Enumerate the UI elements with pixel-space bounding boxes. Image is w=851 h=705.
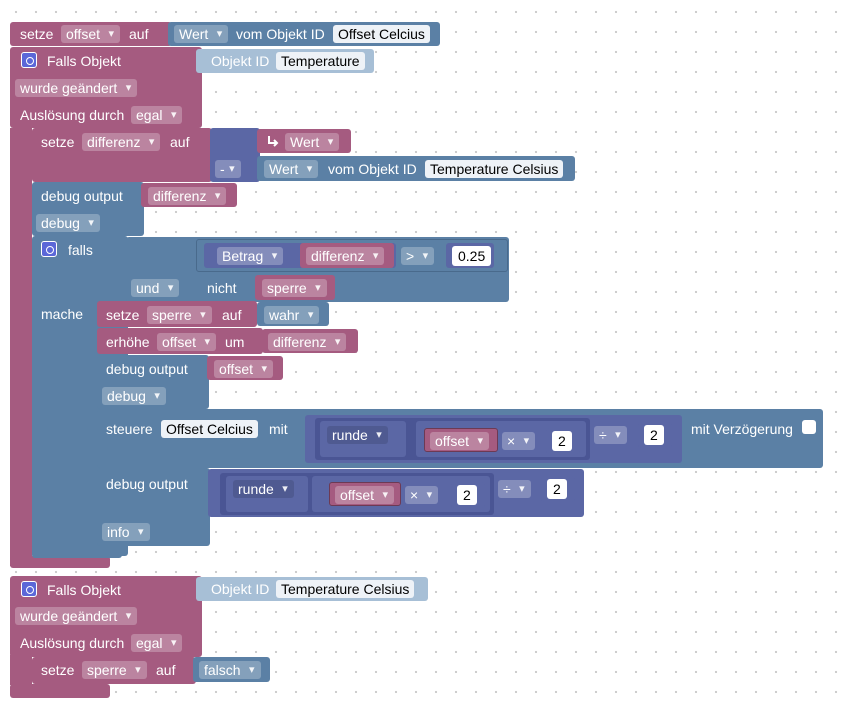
falls-objekt-label: Falls Objekt — [47, 53, 121, 69]
boolean-dropdown-falsch[interactable]: falsch — [199, 661, 261, 679]
variable-dropdown-differenz[interactable]: differenz — [268, 333, 347, 351]
condition-dropdown[interactable]: wurde geändert — [15, 607, 138, 625]
divide-operator-dropdown[interactable]: ÷ — [594, 426, 627, 444]
objekt-id-label: Objekt ID — [211, 53, 270, 69]
debug-output-label: debug output — [106, 361, 188, 377]
object-id-field[interactable]: Offset Celcius — [333, 25, 430, 43]
vom-objekt-id-label: vom Objekt ID — [236, 26, 325, 42]
multiply-operator-dropdown[interactable]: × — [502, 432, 536, 450]
wert-dropdown-2[interactable]: Wert — [264, 160, 319, 178]
variable-dropdown-offset[interactable]: offset — [335, 486, 394, 504]
ausloesung-label: Auslösung durch — [20, 635, 125, 651]
trigger-block-1-frame — [10, 128, 32, 566]
variable-dropdown-sperre[interactable]: sperre — [147, 306, 212, 324]
trigger-block-2-frame — [10, 655, 32, 685]
trigger-block-1-bottom — [10, 556, 110, 568]
variable-dropdown-offset[interactable]: offset — [61, 25, 120, 43]
gear-icon[interactable] — [21, 52, 37, 68]
log-level-dropdown[interactable]: debug — [36, 214, 100, 232]
ausloesung-dropdown[interactable]: egal — [131, 634, 183, 652]
mit-label: mit — [269, 421, 288, 437]
ausloesung-dropdown[interactable]: egal — [131, 106, 183, 124]
falls-objekt-label: Falls Objekt — [47, 582, 121, 598]
delay-checkbox[interactable] — [802, 420, 816, 434]
setze-label: setze — [41, 662, 75, 678]
auf-label: auf — [170, 134, 190, 150]
mit-verzoegerung-label: mit Verzögerung — [691, 421, 793, 437]
wert-dropdown[interactable]: Wert — [174, 25, 229, 43]
auf-label: auf — [222, 307, 242, 323]
object-field-offset-celcius[interactable]: Offset Celcius — [161, 420, 258, 438]
object-field-temperature[interactable]: Temperature — [276, 52, 365, 70]
mache-label: mache — [41, 306, 84, 322]
nicht-label: nicht — [207, 280, 237, 296]
threshold-number-field[interactable]: 0.25 — [452, 246, 492, 266]
wert-dropdown[interactable]: Wert — [285, 133, 340, 151]
trigger-block-2-bottom — [10, 684, 110, 698]
log-level-dropdown[interactable]: debug — [102, 387, 166, 405]
math-function-dropdown[interactable]: Betrag — [217, 247, 284, 265]
number-field-multiplier[interactable]: 2 — [457, 485, 477, 505]
erhoehe-label: erhöhe — [106, 334, 150, 350]
number-field-divisor[interactable]: 2 — [547, 479, 567, 499]
divide-operator-dropdown[interactable]: ÷ — [498, 480, 531, 498]
auf-label: auf — [129, 26, 149, 42]
setze-label: setze — [20, 26, 54, 42]
debug-output-label: debug output — [106, 476, 188, 492]
variable-dropdown-offset[interactable]: offset — [430, 432, 489, 450]
falls-label: falls — [68, 242, 93, 258]
condition-dropdown[interactable]: wurde geändert — [15, 79, 138, 97]
variable-dropdown-differenz[interactable]: differenz — [306, 247, 385, 265]
setze-label: setze — [41, 134, 75, 150]
debug-output-label: debug output — [41, 188, 123, 204]
round-function-dropdown[interactable]: runde — [233, 480, 294, 498]
object-field-temperature-celsius[interactable]: Temperature Celsius — [276, 580, 415, 598]
if-block-bottom — [32, 544, 122, 558]
number-field-multiplier[interactable]: 2 — [552, 431, 572, 451]
variable-dropdown-sperre[interactable]: sperre — [262, 279, 327, 297]
object-field-temperature-celsius[interactable]: Temperature Celsius — [425, 160, 564, 178]
variable-dropdown-differenz[interactable]: differenz — [148, 187, 227, 205]
compare-operator-dropdown[interactable]: > — [401, 247, 435, 265]
gear-icon[interactable] — [41, 241, 57, 257]
auf-label: auf — [156, 662, 176, 678]
variable-dropdown-offset[interactable]: offset — [214, 360, 273, 378]
variable-dropdown-sperre[interactable]: sperre — [82, 661, 147, 679]
multiply-operator-dropdown[interactable]: × — [405, 486, 439, 504]
steuere-label: steuere — [106, 421, 153, 437]
gear-icon[interactable] — [21, 581, 37, 597]
ausloesung-label: Auslösung durch — [20, 107, 125, 123]
vom-objekt-id-label: vom Objekt ID — [328, 161, 417, 177]
variable-dropdown-offset[interactable]: offset — [157, 333, 216, 351]
setze-label: setze — [106, 307, 140, 323]
variable-dropdown-differenz[interactable]: differenz — [82, 133, 161, 151]
log-level-dropdown[interactable]: info — [102, 523, 150, 541]
return-arrow-icon — [268, 136, 279, 147]
objekt-id-label: Objekt ID — [211, 581, 270, 597]
um-label: um — [225, 334, 245, 350]
number-field-divisor[interactable]: 2 — [644, 425, 664, 445]
boolean-dropdown-wahr[interactable]: wahr — [264, 306, 320, 324]
operator-dropdown-minus[interactable]: - — [215, 160, 241, 178]
round-function-dropdown[interactable]: runde — [327, 426, 388, 444]
logic-operator-dropdown[interactable]: und — [131, 279, 180, 297]
